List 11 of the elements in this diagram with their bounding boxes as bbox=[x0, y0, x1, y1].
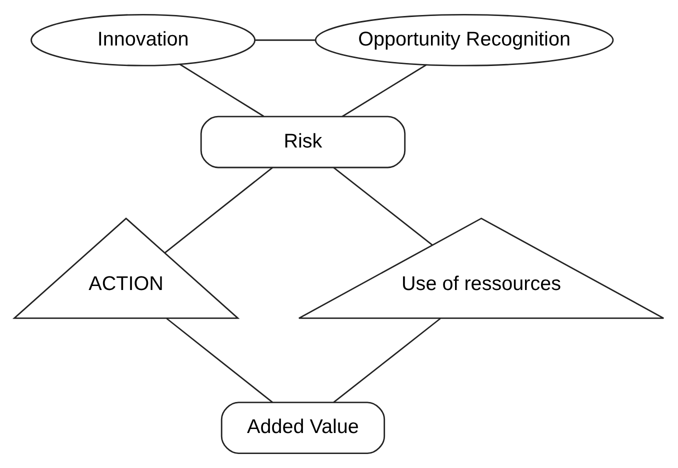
connector bbox=[342, 64, 427, 118]
connector bbox=[166, 318, 273, 403]
node-ellipse: Innovation bbox=[30, 14, 256, 66]
connector bbox=[255, 39, 315, 41]
node-ellipse: Opportunity Recognition bbox=[314, 14, 614, 66]
connector bbox=[179, 64, 264, 117]
connector bbox=[164, 166, 273, 254]
connector bbox=[333, 318, 441, 403]
node-box: Risk bbox=[200, 116, 406, 168]
connector bbox=[333, 166, 433, 246]
node-box: Added Value bbox=[220, 402, 386, 454]
